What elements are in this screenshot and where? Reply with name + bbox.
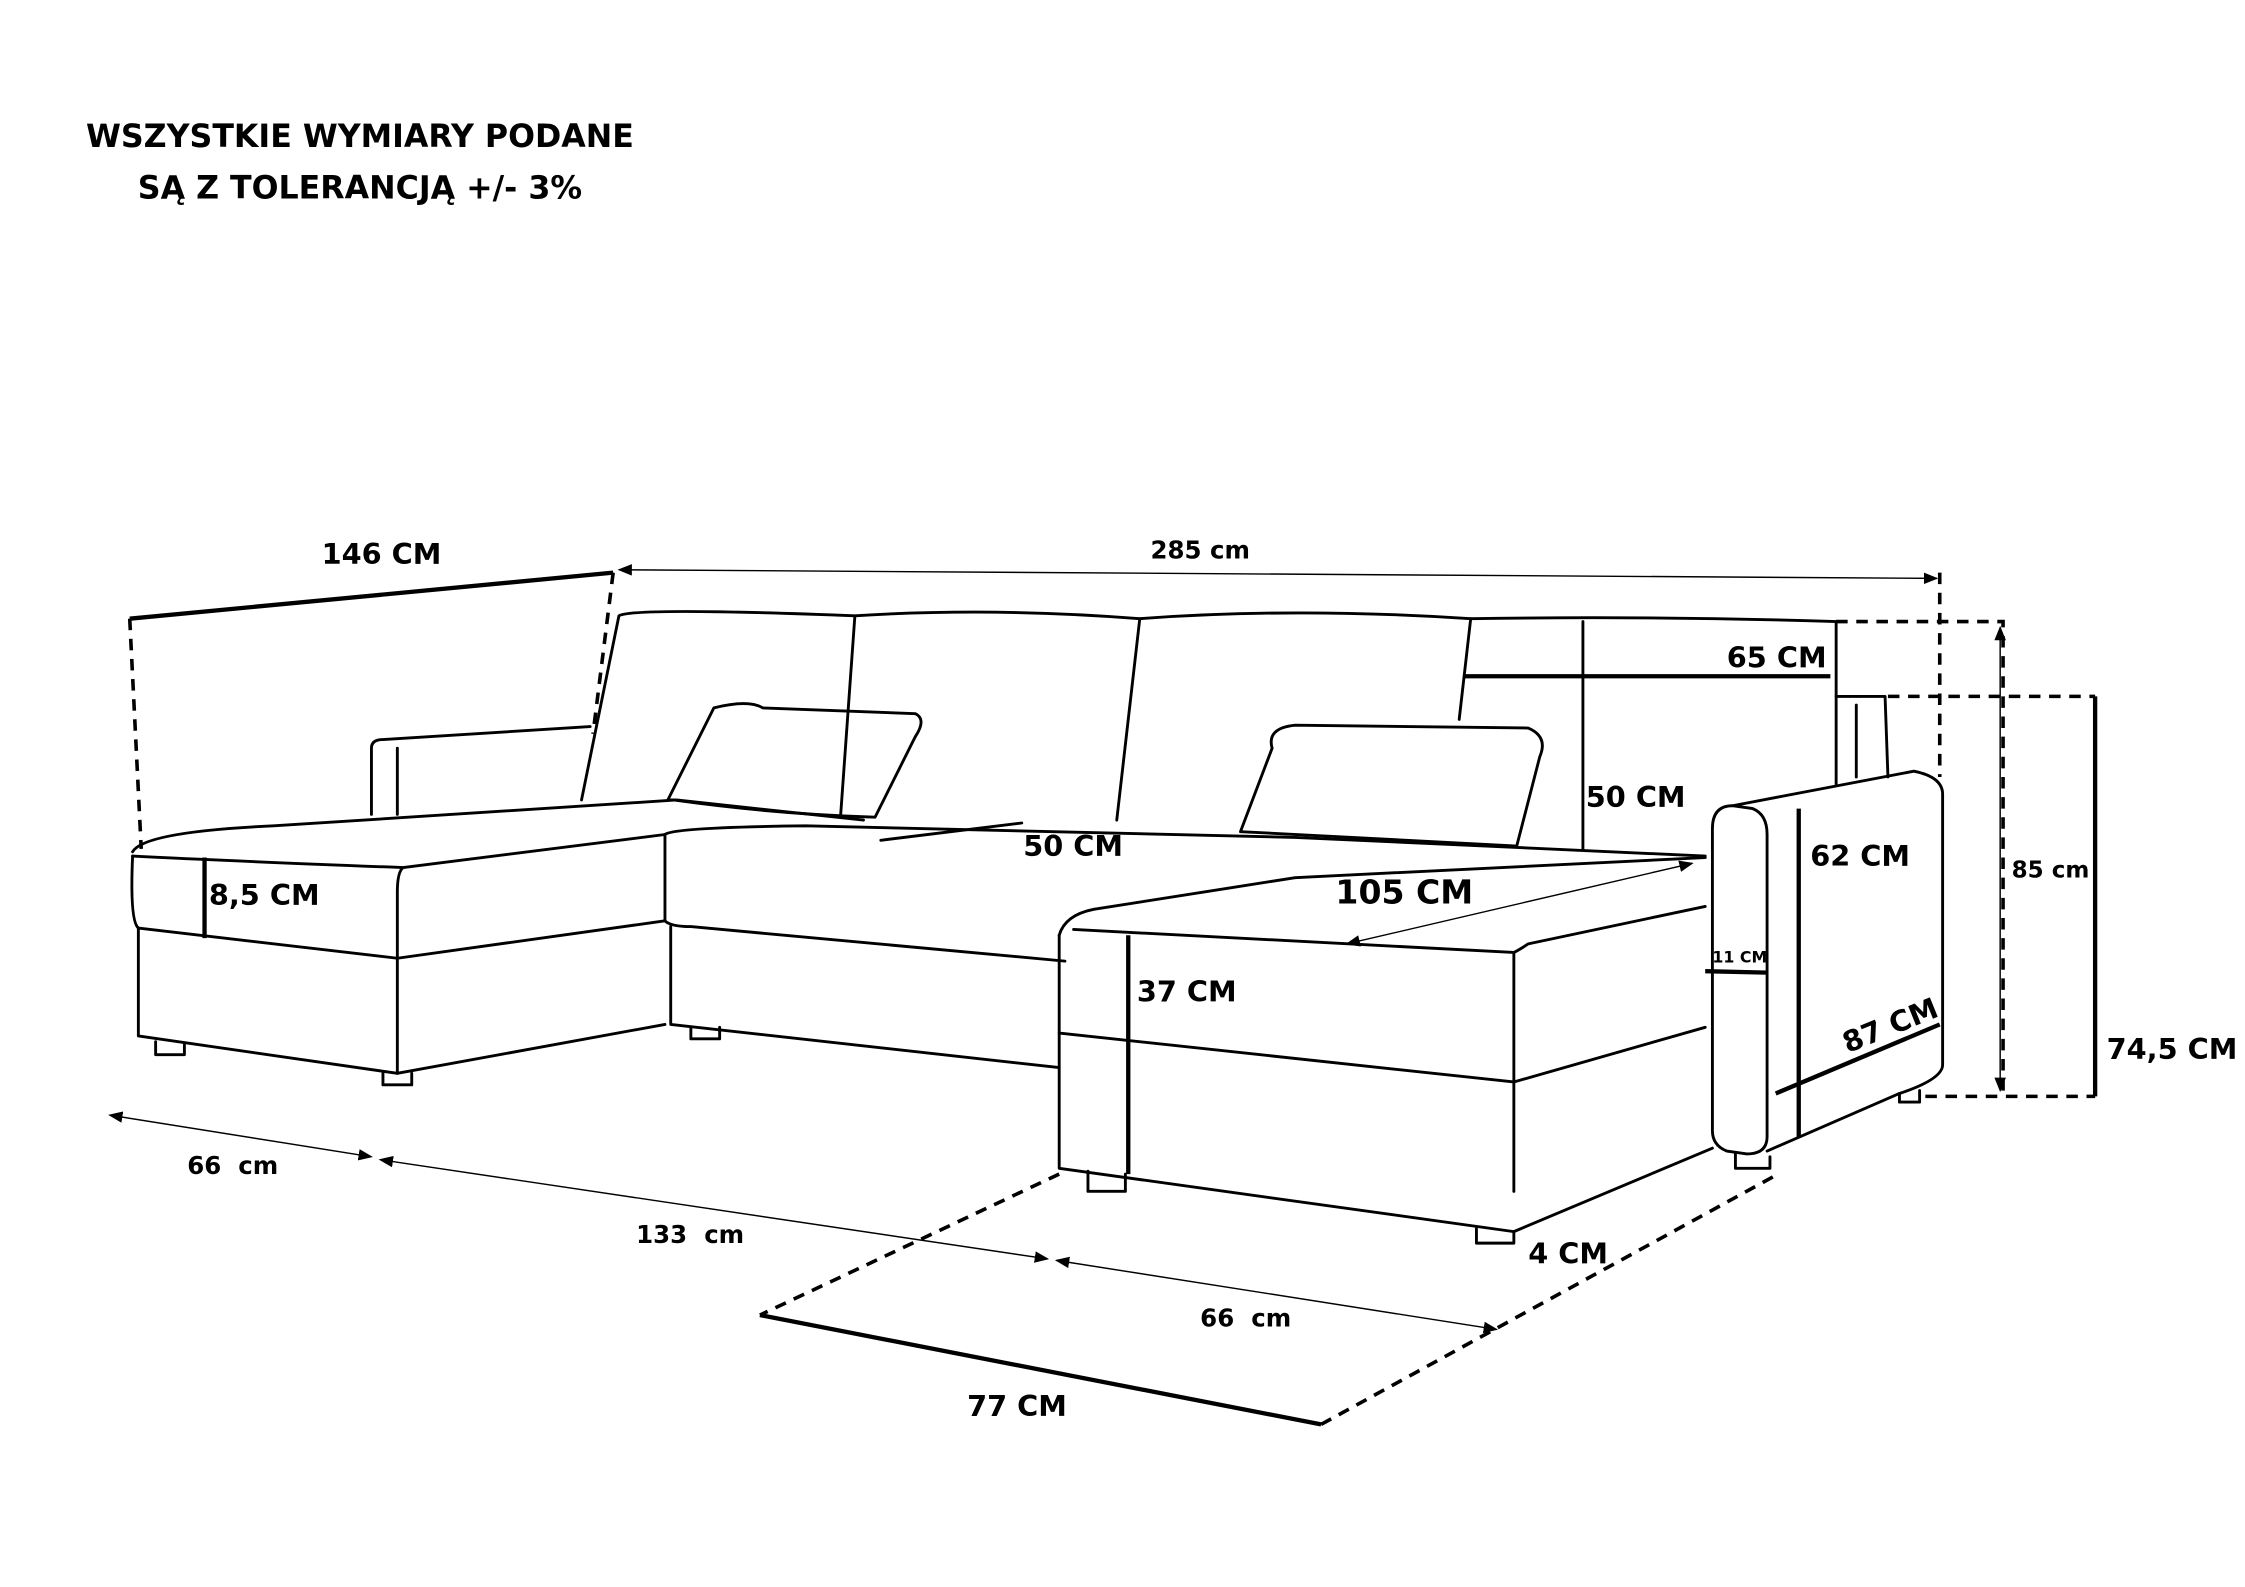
note-line-1: WSZYSTKIE WYMIARY PODANE	[86, 119, 634, 155]
label-seat-depth-right: 105 CM	[1335, 873, 1473, 912]
label-seat-cushion-depth: 50 CM	[1023, 829, 1123, 863]
label-right-chaise-depth: 77 CM	[967, 1389, 1067, 1423]
label-armrest-height: 62 CM	[1810, 839, 1910, 873]
tolerance-note: WSZYSTKIE WYMIARY PODANE SĄ Z TOLERANCJĄ…	[86, 119, 634, 207]
label-back-cushion-height: 50 CM	[1586, 780, 1686, 814]
label-cushion-thickness: 8,5 CM	[209, 878, 320, 912]
label-back-height: 74,5 CM	[2107, 1032, 2238, 1066]
label-back-cushion-width: 65 CM	[1727, 641, 1827, 675]
label-base-height: 37 CM	[1137, 974, 1237, 1008]
label-total-width: 285 cm	[1150, 535, 1249, 564]
sofa-drawing	[130, 610, 1945, 1245]
label-total-height: 85 cm	[2012, 858, 2090, 884]
label-armrest-width: 11 CM	[1712, 948, 1767, 967]
label-right-chaise-width: 66 cm	[1200, 1304, 1291, 1333]
label-chaise-depth: 146 CM	[322, 537, 442, 571]
label-leg-height: 4 CM	[1528, 1236, 1608, 1270]
label-middle-width: 133 cm	[636, 1220, 744, 1249]
dimension-labels: 146 CM 285 cm 65 CM 50 CM 50 CM 8,5 CM 1…	[187, 535, 2237, 1423]
label-armrest-depth: 87 CM	[1838, 991, 1943, 1060]
note-line-2: SĄ Z TOLERANCJĄ +/- 3%	[138, 171, 582, 207]
label-left-chaise-width: 66 cm	[187, 1151, 278, 1180]
dimension-lines	[108, 564, 2098, 1427]
